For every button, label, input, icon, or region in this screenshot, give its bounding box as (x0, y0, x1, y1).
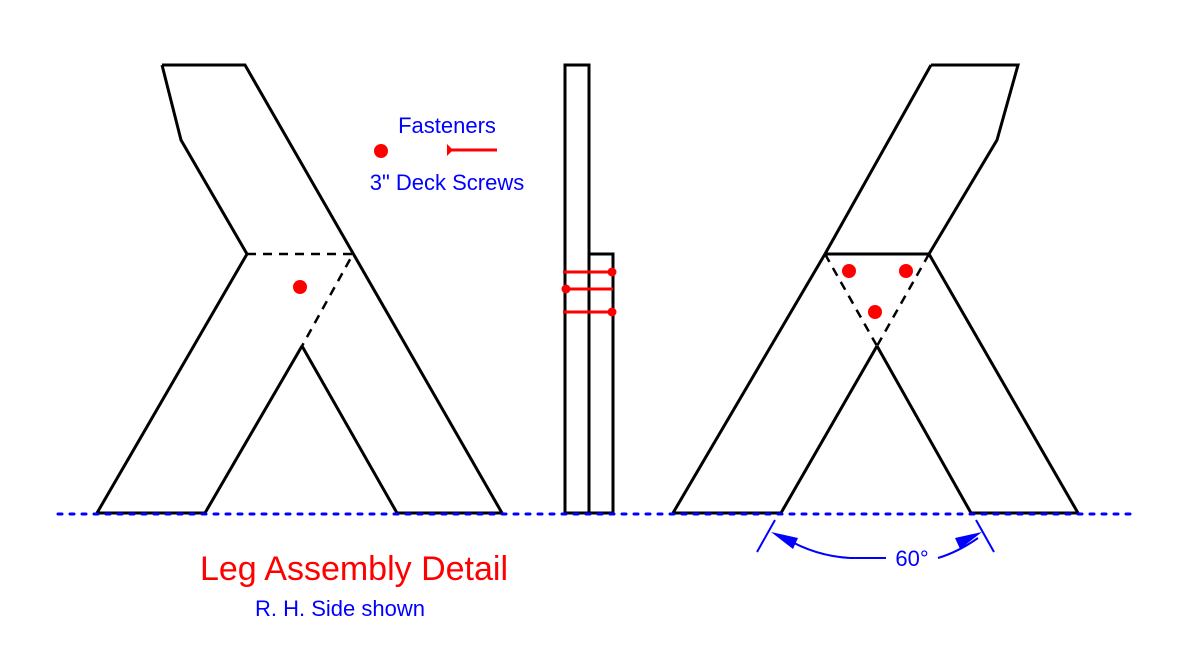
right-hidden-gusset (823, 253, 931, 347)
drawing-title: Leg Assembly Detail (200, 550, 508, 588)
left-hidden-gusset (247, 252, 356, 347)
legend-label: 3" Deck Screws (370, 170, 525, 195)
legend-screw-head-icon (447, 144, 453, 156)
legend-heading: Fasteners (398, 113, 496, 138)
angle-arrow-left-icon (771, 532, 798, 549)
angle-dimension (756, 519, 995, 559)
side-view-screws (561, 267, 617, 317)
right-screw-dots (842, 264, 913, 319)
left-screw-dot (293, 280, 307, 294)
right-back-leg (823, 63, 1081, 515)
angle-arrow-right-icon (955, 532, 982, 549)
side-view-gusset (587, 252, 615, 515)
right-front-leg (671, 253, 879, 514)
right-leg-assembly (671, 63, 1081, 515)
drawing-subtitle: R. H. Side shown (255, 596, 425, 621)
angle-label: 60° (895, 546, 928, 571)
fastener-legend: Fasteners 3" Deck Screws (370, 113, 525, 195)
left-front-leg (95, 253, 304, 514)
legend-screw-dot-icon (374, 144, 388, 158)
